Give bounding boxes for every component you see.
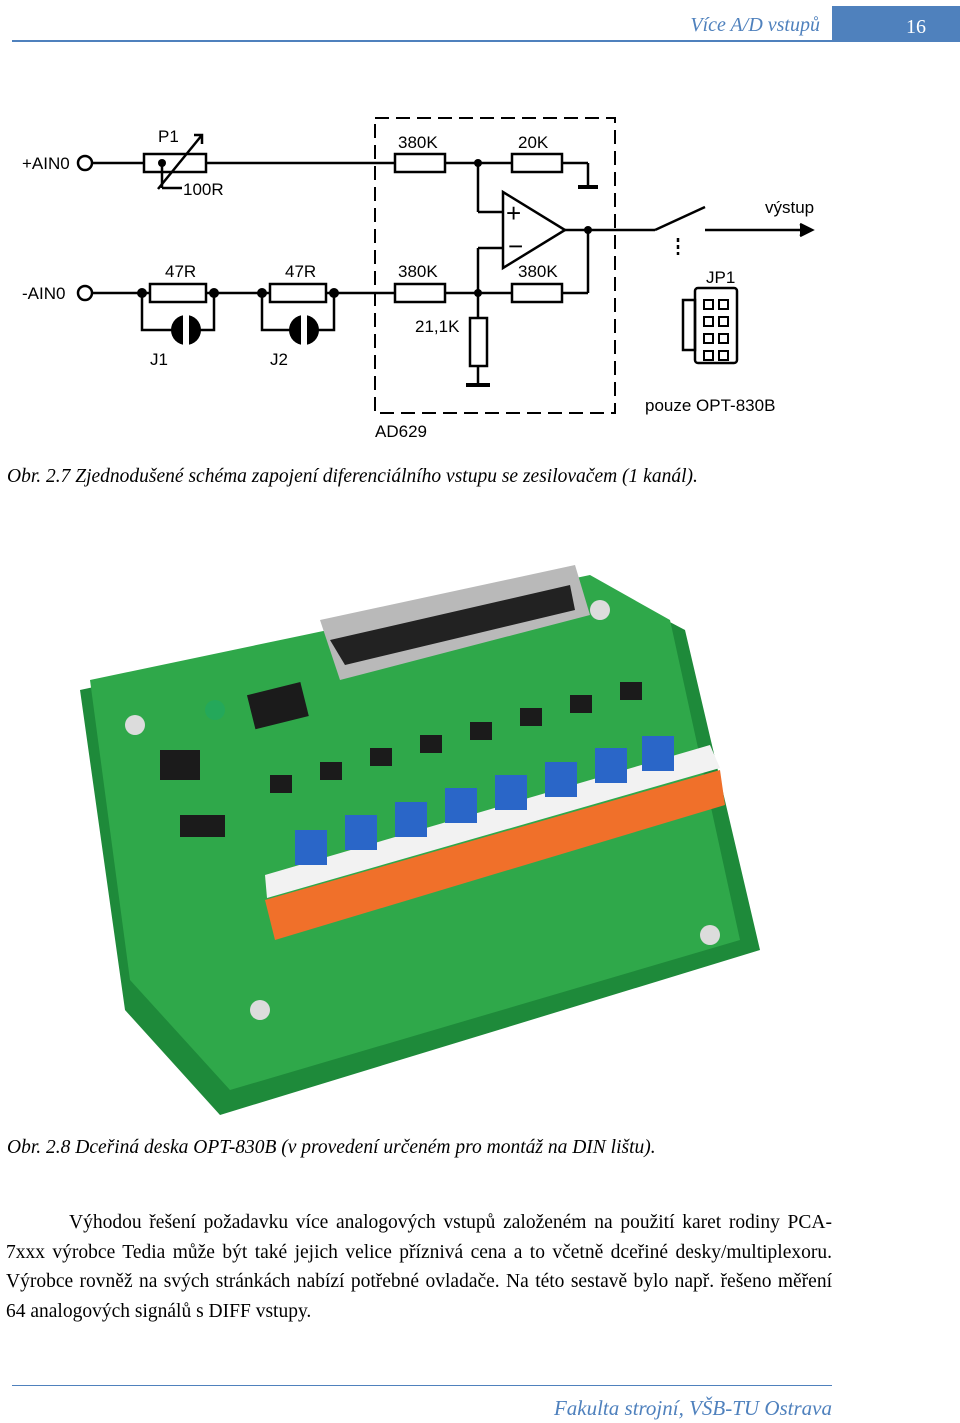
label-ain-pos: +AIN0 [22,154,70,173]
label-r1: 47R [165,262,196,281]
page-number: 16 [906,16,926,38]
label-p1: P1 [158,127,179,146]
header-title: Více A/D vstupů [690,14,820,36]
figure-caption-2-7: Obr. 2.7 Zjednodušené schéma zapojení di… [7,466,698,487]
footer-rule [12,1385,832,1386]
label-r2: 47R [285,262,316,281]
label-p1-value: 100R [183,180,224,199]
label-j2: J2 [270,350,288,369]
label-plus: + [506,198,521,228]
page-number-box [832,6,960,42]
header-rule [12,40,832,42]
label-r-top-left: 380K [398,133,438,152]
label-amp-name: AD629 [375,422,427,441]
label-r-top-right: 20K [518,133,549,152]
label-jp1: JP1 [706,268,735,287]
pcb-board-photo [80,565,760,1115]
label-output: výstup [765,198,814,217]
footer-text: Fakulta strojní, VŠB-TU Ostrava [553,1396,832,1420]
label-r-bottom-left: 380K [398,262,438,281]
label-ain-neg: -AIN0 [22,284,65,303]
label-j1: J1 [150,350,168,369]
label-jp1-note: pouze OPT-830B [645,396,775,415]
schematic-diagram: +AIN0 -AIN0 P1 100R 47R 47R J1 J2 380K 2… [22,117,815,441]
label-minus: − [508,231,523,261]
figure-caption-2-8: Obr. 2.8 Dceřiná deska OPT-830B (v prove… [7,1137,656,1158]
label-r-ground: 21,1K [415,317,460,336]
body-paragraph: Výhodou řešení požadavku více analogovýc… [6,1212,832,1322]
label-r-bottom-right: 380K [518,262,558,281]
